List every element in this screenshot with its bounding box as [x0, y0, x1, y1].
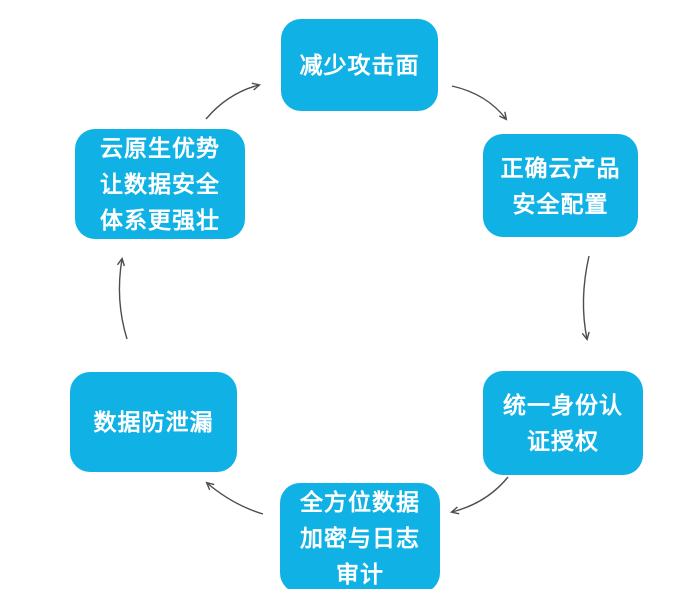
node-correct-cloud-product-config: 正确云产品 安全配置 [483, 134, 638, 237]
node-label-line: 统一身份认 [503, 392, 623, 418]
node-reduce-attack-surface: 减少攻击面 [281, 19, 438, 111]
node-label-line: 让数据安全 [100, 171, 220, 197]
node-data-encryption-log-audit: 全方位数据 加密与日志 审计 [280, 483, 440, 589]
arrow-encryption-audit-to-leak-prevention [205, 481, 264, 515]
arrow-cloud-native-to-reduce-attack [205, 82, 261, 120]
node-label-line: 减少攻击面 [299, 52, 420, 78]
node-label-line: 正确云产品 [500, 154, 621, 181]
node-unified-identity-auth: 统一身份认 证授权 [483, 371, 643, 475]
node-data-leak-prevention: 数据防泄漏 [70, 372, 237, 472]
node-label-line: 全方位数据 [300, 489, 420, 515]
node-cloud-native-advantage: 云原生优势 让数据安全 体系更强壮 [75, 129, 245, 239]
arrow-correct-config-to-identity-auth [581, 255, 590, 342]
arrow-leak-prevention-to-cloud-native [116, 256, 128, 340]
node-label-line: 数据防泄漏 [93, 409, 214, 435]
arrow-reduce-attack-to-correct-config [451, 85, 508, 121]
node-label-line: 证授权 [527, 428, 599, 454]
node-label-line: 体系更强壮 [100, 207, 220, 233]
node-label-line: 审计 [336, 561, 384, 587]
node-label-line: 云原生优势 [100, 135, 220, 161]
node-label-line: 加密与日志 [300, 525, 420, 551]
arrow-identity-auth-to-encryption-audit [449, 476, 509, 515]
node-label-line: 安全配置 [512, 190, 609, 217]
